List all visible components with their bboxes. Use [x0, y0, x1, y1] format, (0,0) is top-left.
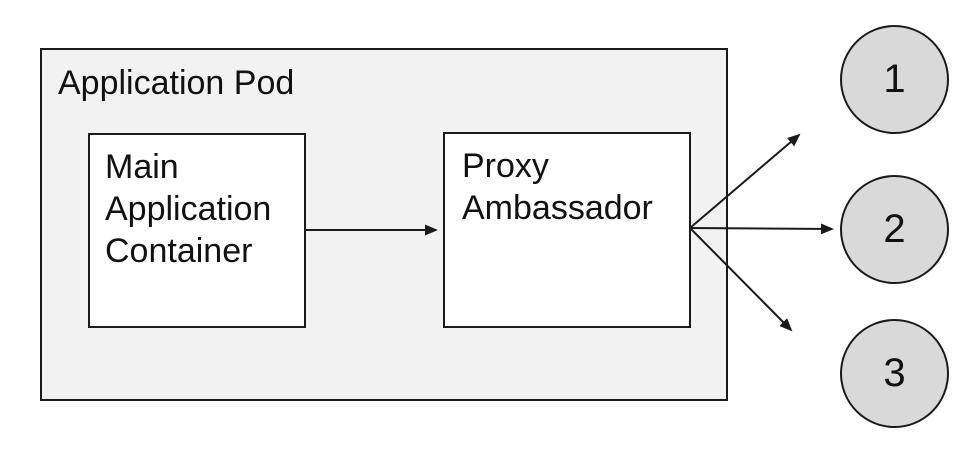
application-pod-label: Application Pod: [58, 64, 295, 102]
node-label-line: Application: [105, 190, 272, 228]
endpoint-circle-1: 1: [840, 25, 949, 134]
node-label-line: Container: [105, 232, 253, 270]
node-label-line: Proxy: [462, 147, 549, 185]
node-label-line: Ambassador: [462, 189, 653, 227]
node-label-line: Main: [105, 148, 179, 186]
endpoint-label: 3: [883, 351, 906, 395]
endpoint-label: 2: [883, 207, 906, 251]
node-proxy-ambassador: Proxy Ambassador: [443, 132, 691, 328]
endpoint-circle-3: 3: [840, 319, 949, 428]
node-main-application-container: Main Application Container: [88, 133, 306, 328]
endpoint-circle-2: 2: [840, 175, 949, 284]
endpoint-label: 1: [883, 57, 906, 101]
